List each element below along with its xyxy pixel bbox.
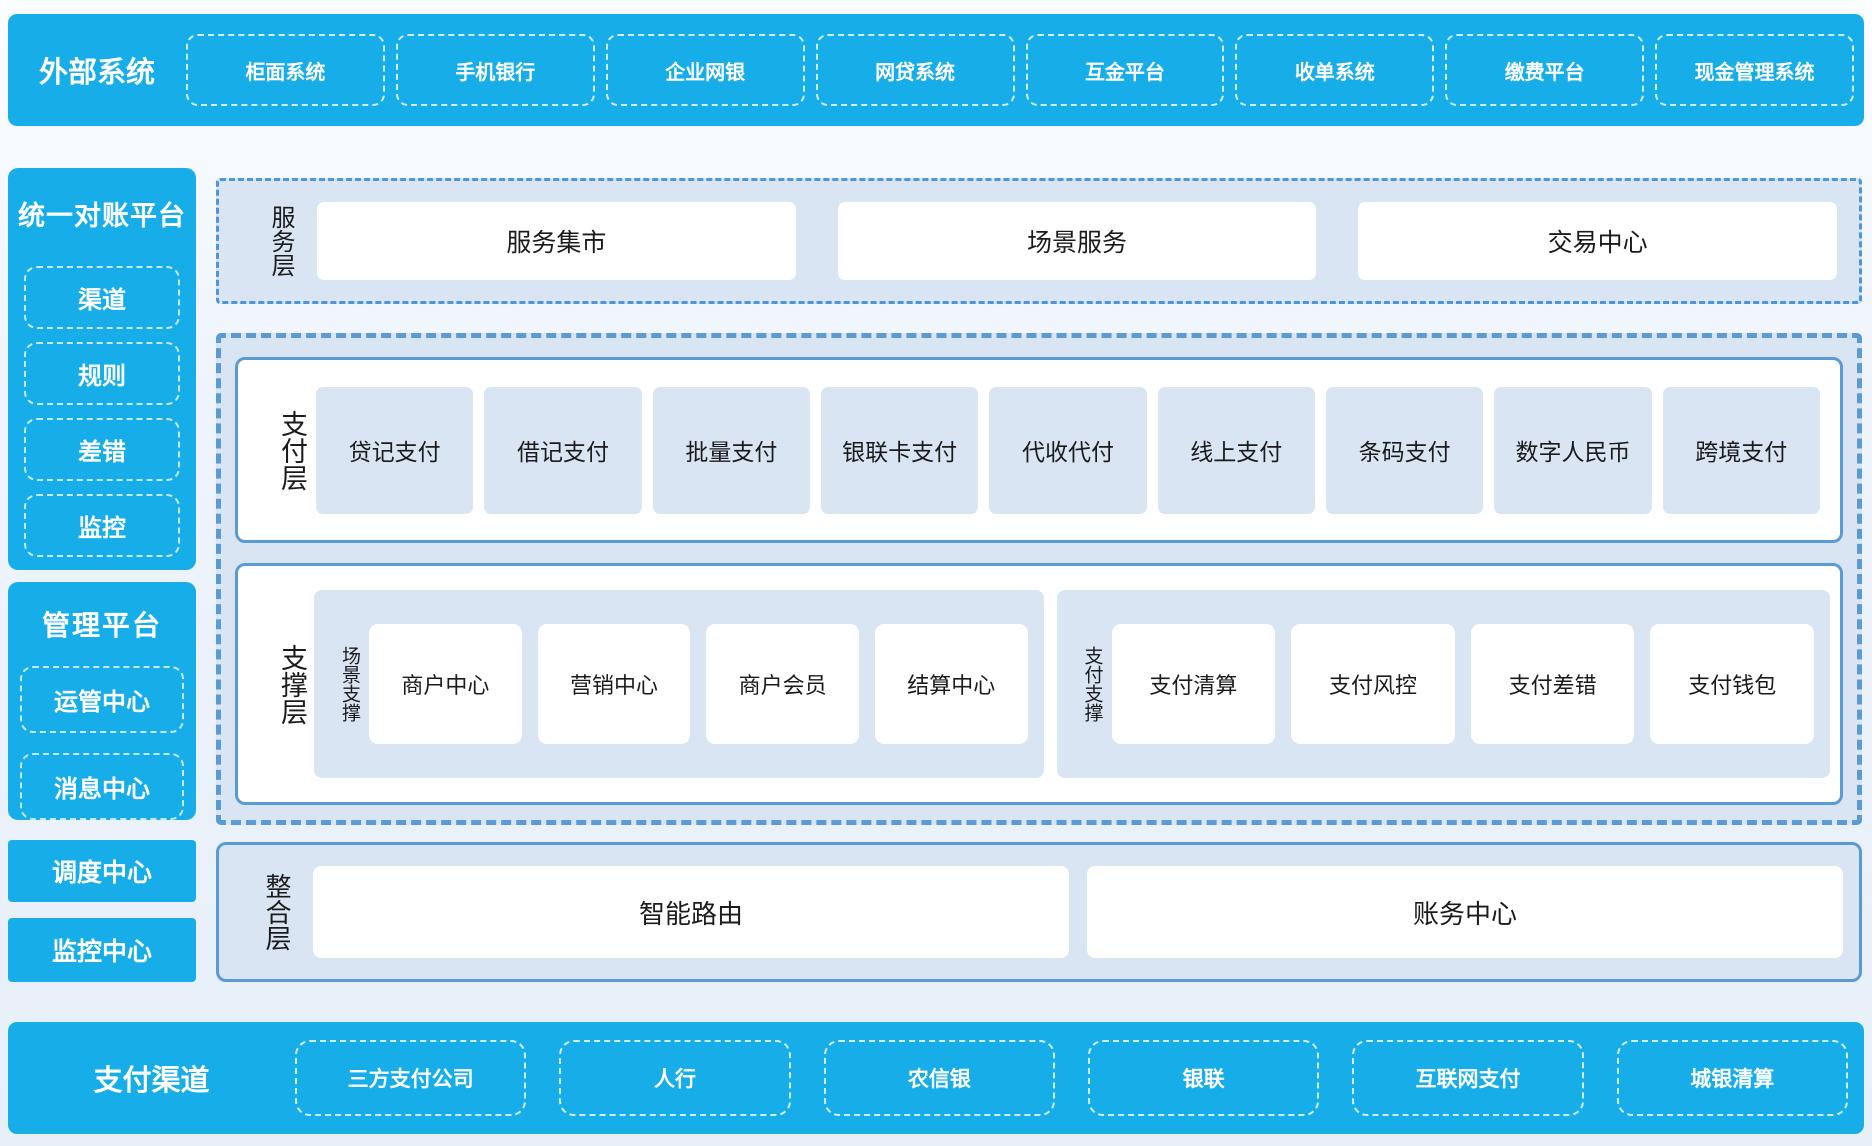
reconciliation-item: 差错: [24, 418, 180, 481]
management-item: 消息中心: [20, 753, 184, 820]
payment-channels-bar: 支付渠道 三方支付公司 人行 农信银 银联 互联网支付 城银清算: [8, 1022, 1864, 1134]
service-item: 场景服务: [838, 202, 1317, 280]
payment-support-cells: 支付清算 支付风控 支付差错 支付钱包: [1112, 624, 1814, 744]
reconciliation-platform-title: 统一对账平台: [8, 168, 196, 233]
payment-support-item: 支付差错: [1471, 624, 1635, 744]
service-layer-label: 服务层: [251, 205, 293, 277]
payment-layer: 支付层 贷记支付 借记支付 批量支付 银联卡支付 代收代付 线上支付 条码支付 …: [235, 357, 1843, 543]
reconciliation-platform-block: 统一对账平台 渠道 规则 差错 监控: [8, 168, 196, 570]
dispatch-center-block: 调度中心: [8, 840, 196, 902]
payment-support-group: 支付支撑 支付清算 支付风控 支付差错 支付钱包: [1057, 590, 1830, 778]
management-item: 运管中心: [20, 666, 184, 733]
external-system-item: 现金管理系统: [1655, 34, 1854, 106]
scene-support-item: 营销中心: [538, 624, 691, 744]
payment-item: 条码支付: [1326, 387, 1483, 514]
external-system-item: 缴费平台: [1445, 34, 1644, 106]
payment-layer-label: 支付层: [260, 410, 306, 491]
service-item: 服务集市: [317, 202, 796, 280]
scene-support-group: 场景支撑 商户中心 营销中心 商户会员 结算中心: [314, 590, 1044, 778]
integration-item: 账务中心: [1087, 866, 1843, 958]
payment-item: 借记支付: [484, 387, 641, 514]
management-platform-title: 管理平台: [8, 582, 196, 644]
external-systems-label: 外部系统: [8, 49, 186, 91]
external-systems-items: 柜面系统 手机银行 企业网银 网贷系统 互金平台 收单系统 缴费平台 现金管理系…: [186, 34, 1854, 106]
management-platform-block: 管理平台 运管中心 消息中心: [8, 582, 196, 820]
payment-item: 批量支付: [653, 387, 810, 514]
scene-support-item: 结算中心: [875, 624, 1028, 744]
payment-channel-item: 城银清算: [1617, 1040, 1848, 1116]
payment-channel-item: 三方支付公司: [295, 1040, 526, 1116]
support-layer-label: 支撑层: [260, 644, 306, 725]
reconciliation-item: 渠道: [24, 266, 180, 329]
external-systems-bar: 外部系统 柜面系统 手机银行 企业网银 网贷系统 互金平台 收单系统 缴费平台 …: [8, 14, 1864, 126]
payment-item: 线上支付: [1158, 387, 1315, 514]
payment-item: 代收代付: [989, 387, 1146, 514]
reconciliation-item: 规则: [24, 342, 180, 405]
external-system-item: 柜面系统: [186, 34, 385, 106]
service-item: 交易中心: [1358, 202, 1837, 280]
scene-support-item: 商户中心: [369, 624, 522, 744]
external-system-item: 企业网银: [606, 34, 805, 106]
payment-channels-label: 支付渠道: [8, 1057, 295, 1099]
support-layer: 支撑层 场景支撑 商户中心 营销中心 商户会员 结算中心 支付支撑 支付清算 支…: [235, 563, 1843, 805]
payment-item: 跨境支付: [1663, 387, 1820, 514]
external-system-item: 收单系统: [1235, 34, 1434, 106]
service-layer-boxes: 服务集市 场景服务 交易中心: [317, 202, 1837, 280]
scene-support-cells: 商户中心 营销中心 商户会员 结算中心: [369, 624, 1028, 744]
payment-item: 银联卡支付: [821, 387, 978, 514]
integration-layer-boxes: 智能路由 账务中心: [313, 866, 1843, 958]
integration-layer-label: 整合层: [247, 873, 291, 951]
payment-channel-item: 农信银: [824, 1040, 1055, 1116]
integration-layer: 整合层 智能路由 账务中心: [216, 842, 1862, 982]
support-layer-groups: 场景支撑 商户中心 营销中心 商户会员 结算中心 支付支撑 支付清算 支付风控 …: [314, 590, 1830, 778]
payment-channels-items: 三方支付公司 人行 农信银 银联 互联网支付 城银清算: [295, 1040, 1848, 1116]
payment-item: 数字人民币: [1494, 387, 1651, 514]
external-system-item: 手机银行: [396, 34, 595, 106]
reconciliation-items: 渠道 规则 差错 监控: [24, 266, 180, 557]
scene-support-item: 商户会员: [706, 624, 859, 744]
service-layer: 服务层 服务集市 场景服务 交易中心: [216, 178, 1862, 304]
payment-support-item: 支付风控: [1291, 624, 1455, 744]
management-items: 运管中心 消息中心: [20, 666, 184, 820]
payment-support-item: 支付清算: [1112, 624, 1276, 744]
external-system-item: 互金平台: [1026, 34, 1225, 106]
payment-layer-cells: 贷记支付 借记支付 批量支付 银联卡支付 代收代付 线上支付 条码支付 数字人民…: [316, 387, 1820, 514]
external-system-item: 网贷系统: [816, 34, 1015, 106]
payment-channel-item: 人行: [559, 1040, 790, 1116]
payment-item: 贷记支付: [316, 387, 473, 514]
payment-support-label: 支付支撑: [1072, 646, 1102, 722]
integration-item: 智能路由: [313, 866, 1069, 958]
payment-support-wrap: 支付层 贷记支付 借记支付 批量支付 银联卡支付 代收代付 线上支付 条码支付 …: [216, 333, 1862, 825]
payment-channel-item: 互联网支付: [1352, 1040, 1583, 1116]
monitor-center-block: 监控中心: [8, 918, 196, 982]
payment-channel-item: 银联: [1088, 1040, 1319, 1116]
scene-support-label: 场景支撑: [329, 646, 359, 722]
payment-support-item: 支付钱包: [1650, 624, 1814, 744]
reconciliation-item: 监控: [24, 494, 180, 557]
